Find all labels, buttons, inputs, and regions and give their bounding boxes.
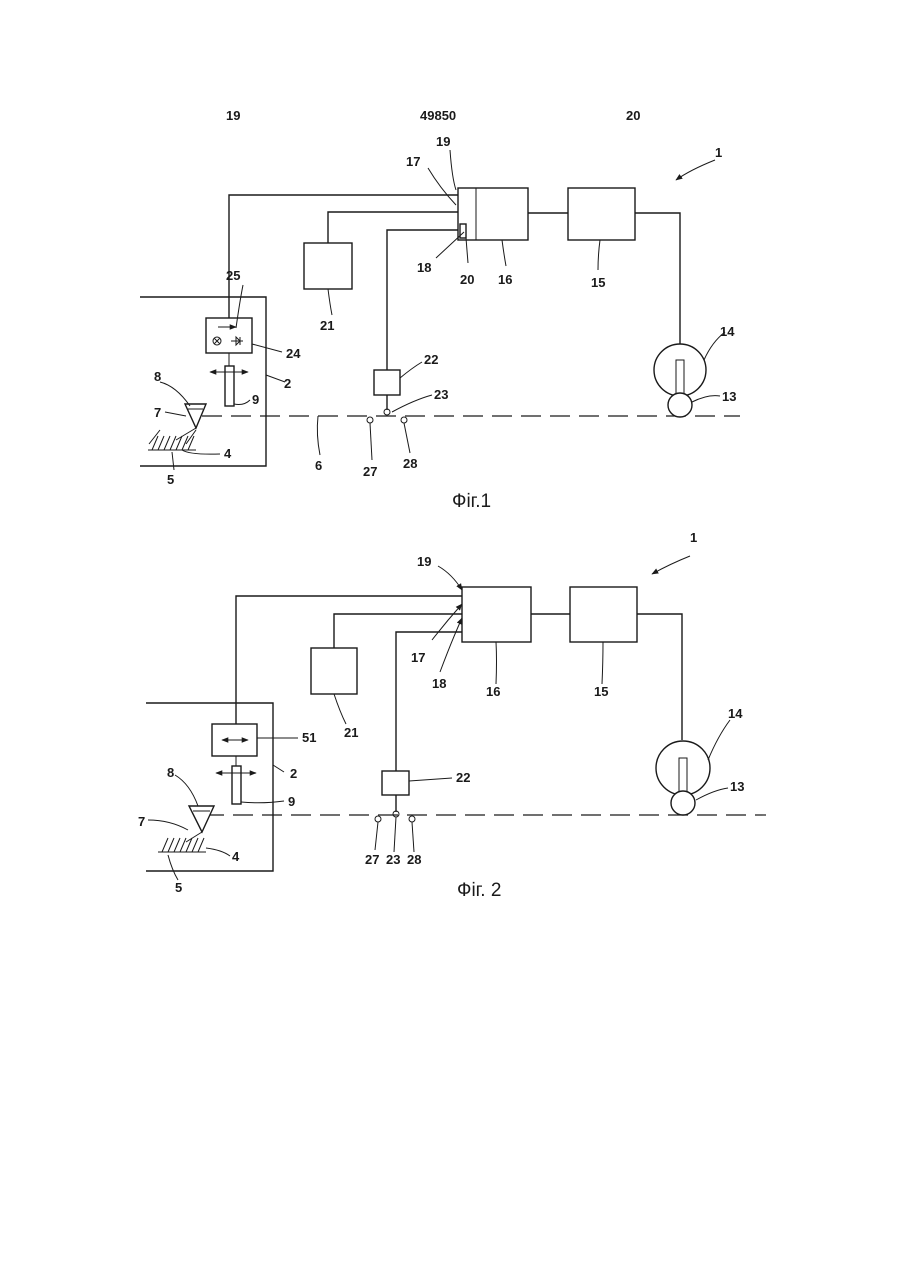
fig1-label-6: 6: [315, 458, 322, 473]
fig1-label-19: 19: [436, 134, 450, 149]
fig2-label-27: 27: [365, 852, 379, 867]
fig1-label-22: 22: [424, 352, 438, 367]
fig1-caption: Фіг.1: [452, 491, 491, 512]
fig1-label-28: 28: [403, 456, 417, 471]
fig2-label-8: 8: [167, 765, 174, 780]
fig2-drive-unit-15: [570, 587, 637, 642]
fig1-label-15: 15: [591, 275, 605, 290]
fig1-label-25: 25: [226, 268, 240, 283]
fig1-block-21: [304, 243, 352, 289]
fig1-label-4: 4: [224, 446, 232, 461]
fig2-label-7: 7: [138, 814, 145, 829]
fig2-label-28: 28: [407, 852, 421, 867]
fig2-label-19: 19: [417, 554, 431, 569]
fig1-sensor-22: [374, 370, 400, 395]
fig2-label-51: 51: [302, 730, 316, 745]
fig1-pulley-13: [668, 393, 692, 417]
fig1-terminal-20: [460, 224, 466, 238]
fig1-label-13: 13: [722, 389, 736, 404]
fig2-pulley-13: [671, 791, 695, 815]
fig2-label-23: 23: [386, 852, 400, 867]
fig1-label-20: 20: [460, 272, 474, 287]
fig2-sensor-22: [382, 771, 409, 795]
fig2-mark-28: [409, 816, 415, 822]
fig1-label-5: 5: [167, 472, 174, 487]
fig1-wire-22: [387, 230, 458, 370]
fig2-label-17: 17: [411, 650, 425, 665]
fig1-mark-27: [367, 417, 373, 423]
fig1-sensor-block-24: [206, 318, 252, 353]
fig2-label-21: 21: [344, 725, 358, 740]
fig2-needle-holder: [189, 806, 214, 832]
fig1-label-14: 14: [720, 324, 735, 339]
fig1-label-24: 24: [286, 346, 301, 361]
fig2-control-unit-16: [462, 587, 531, 642]
fig1-mark-28: [401, 417, 407, 423]
fig1-wire-15-14: [635, 213, 680, 344]
figure-1: 1 19 17 18 20 16 15 21 14 13 22 23 25 24…: [140, 134, 740, 512]
fig1-label-16: 16: [498, 272, 512, 287]
fig2-label-16: 16: [486, 684, 500, 699]
fig1-leader-lines: [160, 150, 725, 470]
fig2-label-22: 22: [456, 770, 470, 785]
fig1-label-21: 21: [320, 318, 334, 333]
fig1-label-8: 8: [154, 369, 161, 384]
fig2-caption: Фіг. 2: [457, 880, 501, 901]
fig2-stylus-9: [232, 766, 241, 804]
fig2-wire-22: [396, 632, 462, 771]
fig2-mark-27: [375, 816, 381, 822]
fig1-label-18: 18: [417, 260, 431, 275]
fig2-label-5: 5: [175, 880, 182, 895]
fig2-label-15: 15: [594, 684, 608, 699]
fig1-label-9: 9: [252, 392, 259, 407]
fig2-fabric-4: [158, 838, 206, 852]
fig2-label-9: 9: [288, 794, 295, 809]
fig2-label-13: 13: [730, 779, 744, 794]
fig1-wire-21: [328, 212, 458, 243]
fig1-drive-unit-15: [568, 188, 635, 240]
fig2-label-2: 2: [290, 766, 297, 781]
fig1-label-2: 2: [284, 376, 291, 391]
fig1-label-23: 23: [434, 387, 448, 402]
fig2-wire-15-14: [637, 614, 682, 740]
fig2-label-14: 14: [728, 706, 743, 721]
fig1-motor-14: [654, 344, 706, 396]
fig1-label-17: 17: [406, 154, 420, 169]
fig1-control-unit-16: [458, 188, 528, 240]
fig2-wire-21: [334, 614, 462, 648]
fig2-motor-14: [656, 741, 710, 795]
fig1-label-1: 1: [715, 145, 722, 160]
fig2-label-18: 18: [432, 676, 446, 691]
figure-2: 1 19 17 18 16 15 21 14 13 22 51 2 9 8 7 …: [138, 530, 766, 901]
fig2-label-4: 4: [232, 849, 240, 864]
fig2-label-1: 1: [690, 530, 697, 545]
fig1-label-27: 27: [363, 464, 377, 479]
fig2-block-21: [311, 648, 357, 694]
fig1-fabric-4: [148, 430, 196, 450]
fig1-label-7: 7: [154, 405, 161, 420]
